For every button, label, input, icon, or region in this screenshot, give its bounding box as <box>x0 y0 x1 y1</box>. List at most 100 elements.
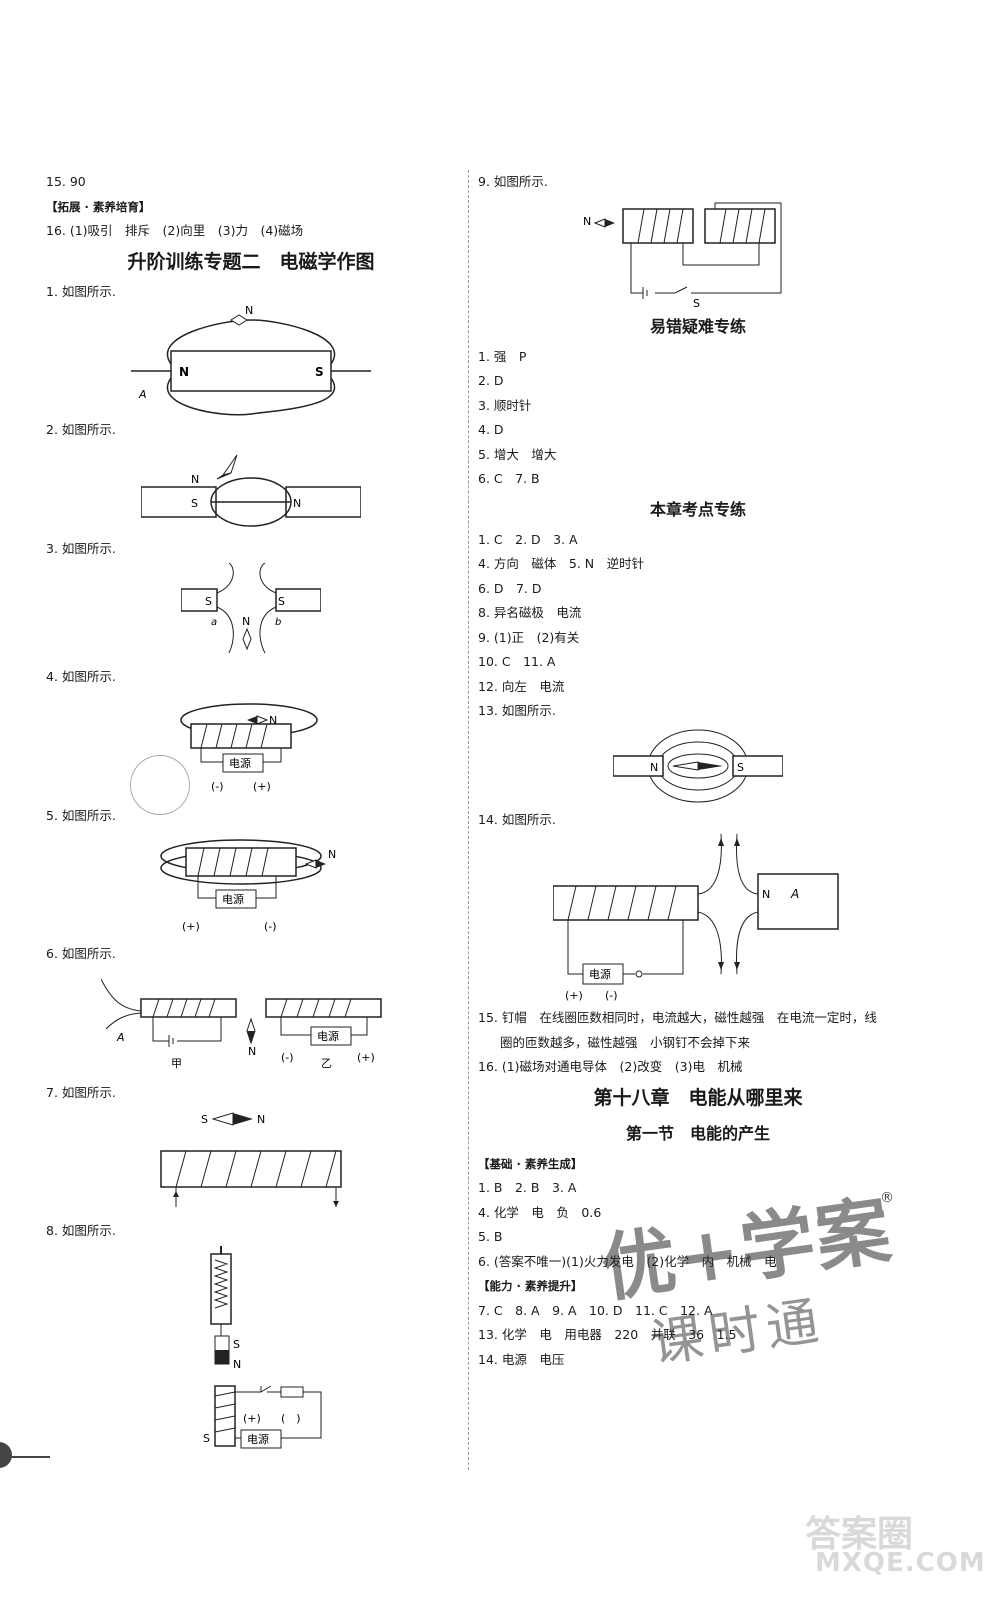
s-3: 5. B <box>478 1229 503 1244</box>
s-7: 14. 电源 电压 <box>478 1351 565 1367</box>
fig5-power: 电源 <box>222 892 244 906</box>
err-2: 2. D <box>478 373 504 388</box>
topic-title: 升阶训练专题二 电磁学作图 <box>127 250 375 273</box>
fig3-s2: S <box>278 595 285 608</box>
fig5-needle-n: N <box>328 848 336 861</box>
section-tag-basic: 【基础 · 素养生成】 <box>478 1156 583 1171</box>
fig1-n: N <box>179 365 189 379</box>
fig3-label: 3. 如图所示. <box>46 540 116 556</box>
kp-11: 圈的匝数越多，磁性越强 小钢钉不会掉下来 <box>500 1034 751 1050</box>
kp-1: 1. C 2. D 3. A <box>478 531 578 547</box>
kp-5: 9. (1)正 (2)有关 <box>478 629 580 645</box>
fig9-label: 9. 如图所示. <box>478 174 548 189</box>
fig2-s: S <box>191 497 198 510</box>
figure-13-field-lines: N S <box>613 729 783 802</box>
registered-mark: ® <box>880 1190 894 1206</box>
fig1-needle-n: N <box>245 306 253 317</box>
figure-6-two-solenoids: A 甲 N 电源 (-) (+) 乙 <box>101 978 382 1070</box>
fig8-power: 电源 <box>247 1432 269 1446</box>
fig8-s-bottom: S <box>203 1432 210 1445</box>
figure-7-solenoid: S N <box>160 1112 342 1207</box>
answer-15: 15. 90 <box>46 174 86 189</box>
s-2: 4. 化学 电 负 0.6 <box>478 1204 602 1220</box>
figure-4-solenoid: N 电源 (-) (+) <box>180 702 318 793</box>
section-title-chapter-points: 本章考点专练 <box>649 499 746 519</box>
figure-8-spring-scale: S N 电源 (+) ( ) S <box>203 1245 322 1448</box>
figure-1-bar-magnet: N S N A <box>131 306 371 416</box>
fig1-a: A <box>138 388 147 401</box>
err-1: 1. 强 P <box>478 348 527 364</box>
watermark-site-name: 答案圈 <box>805 1514 914 1555</box>
watermark-site-url: MXQE.COM <box>815 1548 986 1578</box>
fig4-needle-n: N <box>269 714 277 727</box>
fig3-b: b <box>275 617 281 628</box>
kp-12: 16. (1)磁场对通电导体 (2)改变 (3)电 机械 <box>478 1059 743 1074</box>
section-tag-ability: 【能力 · 素养提升】 <box>478 1279 583 1293</box>
s-6: 13. 化学 电 用电器 220 并联 36 1.5 <box>478 1327 737 1342</box>
fig5-minus: (-) <box>264 920 277 933</box>
fig4-plus: (+) <box>253 780 271 793</box>
kp-2: 4. 方向 磁体 5. N 逆时针 <box>478 556 645 571</box>
fig14-minus: (-) <box>605 989 618 1002</box>
fig2-label: 2. 如图所示. <box>46 422 116 437</box>
kp-9: 14. 如图所示. <box>478 811 556 827</box>
left-column: 15. 90 【拓展 · 素养培育】 16. (1)吸引 排斥 (2)向里 (3… <box>46 170 456 1458</box>
fig1-s: S <box>315 365 324 379</box>
s-1: 1. B 2. B 3. A <box>478 1180 577 1195</box>
err-5: 5. 增大 增大 <box>478 446 557 462</box>
fig9-needle-n: N <box>583 215 591 228</box>
fig6-minus: (-) <box>281 1051 294 1064</box>
kp-4: 8. 异名磁极 电流 <box>478 605 582 620</box>
fig6-jia: 甲 <box>171 1057 182 1070</box>
column-divider <box>468 170 469 1470</box>
fig3-a: a <box>211 617 217 628</box>
fig9-s: S <box>693 297 700 307</box>
fig14-plus: (+) <box>565 989 583 1002</box>
kp-6: 10. C 11. A <box>478 654 556 669</box>
answer-16: 16. (1)吸引 排斥 (2)向里 (3)力 (4)磁场 <box>46 223 304 238</box>
fig14-a: A <box>790 887 799 901</box>
fig7-needle-s: S <box>201 1113 208 1126</box>
fig3-s1: S <box>205 595 212 608</box>
kp-3: 6. D 7. D <box>478 580 542 596</box>
err-4: 4. D <box>478 422 504 437</box>
fig5-label: 5. 如图所示. <box>46 807 116 823</box>
fig4-minus: (-) <box>211 780 224 793</box>
fig7-label: 7. 如图所示. <box>46 1084 116 1100</box>
fig8-n: N <box>233 1358 241 1371</box>
section-heading: 第一节 电能的产生 <box>625 1123 770 1143</box>
err-6: 6. C 7. B <box>478 471 540 486</box>
figure-5-solenoid: N 电源 (+) (-) <box>160 839 336 933</box>
fig3-needle-n: N <box>242 615 250 628</box>
fig1-label: 1. 如图所示. <box>46 283 116 299</box>
err-3: 3. 顺时针 <box>478 397 532 413</box>
section-tag-extend: 【拓展 · 素养培育】 <box>46 199 151 214</box>
right-column: 9. 如图所示. N S 易错疑难专练 1. 强 P 2. D 3. 顺时针 4… <box>478 170 918 1372</box>
fig6-a: A <box>116 1031 125 1044</box>
page-number-dot <box>0 1442 12 1468</box>
figure-3-same-poles: S S a b N <box>181 563 321 654</box>
fig2-needle-n: N <box>191 473 199 486</box>
kp-10: 15. 钉帽 在线圈匝数相同时，电流越大，磁性越强 在电流一定时，线 <box>478 1010 877 1025</box>
fig6-label: 6. 如图所示. <box>46 946 116 961</box>
chapter-title: 第十八章 电能从哪里来 <box>593 1086 803 1109</box>
fig6-yi: 乙 <box>321 1057 332 1070</box>
fig6-plus: (+) <box>357 1051 375 1064</box>
fig14-n: N <box>762 888 770 901</box>
fig4-label: 4. 如图所示. <box>46 669 116 684</box>
fig13-n: N <box>650 761 658 774</box>
fig6-power: 电源 <box>317 1029 339 1043</box>
fig8-plus: (+) <box>243 1412 261 1425</box>
figure-14-electromagnet: 电源 (+) (-) N A <box>553 834 839 1002</box>
s-4: 6. (答案不唯一)(1)火力发电 (2)化学 内 机械 电 <box>478 1253 777 1269</box>
figure-2-two-magnets: N S N <box>141 454 361 527</box>
fig7-needle-n: N <box>257 1113 265 1126</box>
fig2-n: N <box>293 497 301 510</box>
figure-9-two-solenoids: N S <box>583 202 782 307</box>
fig5-plus: (+) <box>182 920 200 933</box>
fig8-label: 8. 如图所示. <box>46 1223 116 1238</box>
fig8-s-top: S <box>233 1338 240 1351</box>
fig6-needle-n: N <box>248 1045 256 1058</box>
page-footer-line <box>10 1456 50 1458</box>
kp-7: 12. 向左 电流 <box>478 678 565 694</box>
